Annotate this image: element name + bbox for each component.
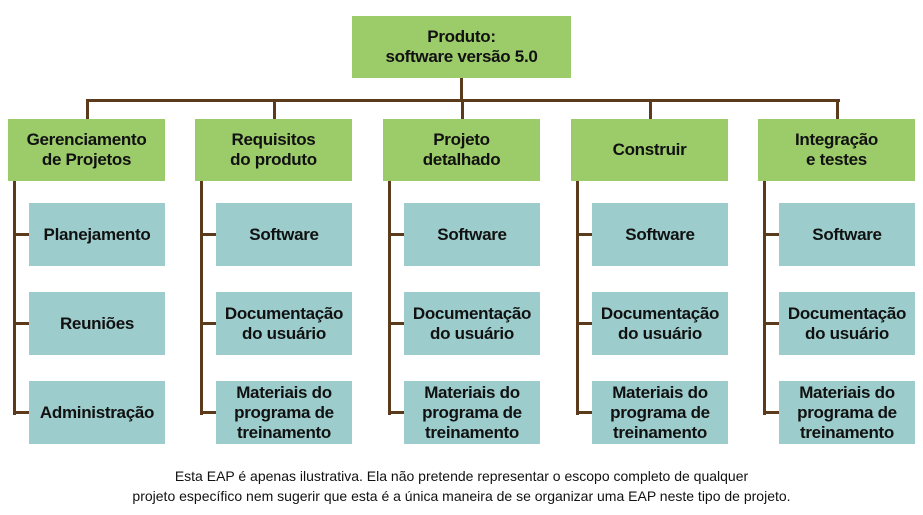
connector-child-stub xyxy=(388,411,405,414)
branch-node: Requisitos do produto xyxy=(195,119,352,181)
connector-child-stub xyxy=(576,411,593,414)
branch-node: Projeto detalhado xyxy=(383,119,540,181)
child-node: Documentação do usuário xyxy=(592,292,728,355)
child-node: Documentação do usuário xyxy=(779,292,915,355)
connector-branch-up xyxy=(836,100,839,119)
connector-child-stub xyxy=(13,411,30,414)
branch-node: Construir xyxy=(571,119,728,181)
child-node: Materiais do programa de treinamento xyxy=(779,381,915,444)
connector-child-stub xyxy=(388,322,405,325)
connector-child-stub xyxy=(200,322,217,325)
connector-branch-up xyxy=(273,100,276,119)
connector-children-vertical xyxy=(763,181,766,415)
footnote-line-2: projeto específico nem sugerir que esta … xyxy=(132,488,791,504)
child-node: Software xyxy=(404,203,540,266)
child-node: Materiais do programa de treinamento xyxy=(216,381,352,444)
connector-children-vertical xyxy=(13,181,16,415)
connector-branch-up xyxy=(86,100,89,119)
branch-node: Integração e testes xyxy=(758,119,915,181)
footnote-line-1: Esta EAP é apenas ilustrativa. Ela não p… xyxy=(174,468,749,484)
connector-child-stub xyxy=(200,233,217,236)
root-node: Produto: software versão 5.0 xyxy=(352,16,571,78)
child-node: Documentação do usuário xyxy=(404,292,540,355)
connector-child-stub xyxy=(763,411,780,414)
connector-child-stub xyxy=(13,322,30,325)
connector-child-stub xyxy=(576,233,593,236)
connector-children-vertical xyxy=(200,181,203,415)
child-node: Planejamento xyxy=(29,203,165,266)
connector-children-vertical xyxy=(388,181,391,415)
connector-root-down xyxy=(460,78,463,102)
connector-child-stub xyxy=(13,233,30,236)
connector-child-stub xyxy=(388,233,405,236)
connector-branch-up xyxy=(649,100,652,119)
connector-child-stub xyxy=(200,411,217,414)
child-node: Documentação do usuário xyxy=(216,292,352,355)
child-node: Software xyxy=(779,203,915,266)
connector-child-stub xyxy=(576,322,593,325)
child-node: Software xyxy=(592,203,728,266)
child-node: Materiais do programa de treinamento xyxy=(592,381,728,444)
connector-child-stub xyxy=(763,233,780,236)
connector-child-stub xyxy=(763,322,780,325)
branch-node: Gerenciamento de Projetos xyxy=(8,119,165,181)
child-node: Reuniões xyxy=(29,292,165,355)
child-node: Software xyxy=(216,203,352,266)
connector-children-vertical xyxy=(576,181,579,415)
child-node: Administração xyxy=(29,381,165,444)
child-node: Materiais do programa de treinamento xyxy=(404,381,540,444)
connector-branch-up xyxy=(461,100,464,119)
